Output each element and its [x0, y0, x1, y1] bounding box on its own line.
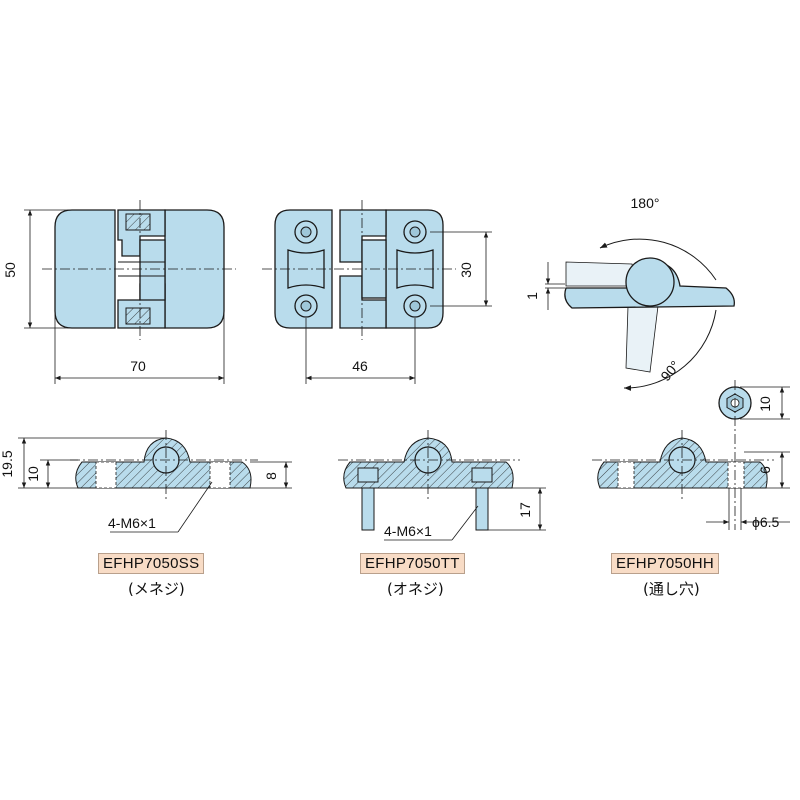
hole-dia-label: ϕ6.5	[752, 514, 780, 530]
thread-callout-ss: 4-M6×1	[108, 515, 156, 531]
counterbore-detail	[718, 380, 752, 530]
rotation-view: 180° 90° 1	[524, 195, 735, 391]
depth-label: 6	[757, 466, 773, 474]
model-label-ss: EFHP7050SS	[98, 553, 205, 574]
stud-length-label: 17	[517, 502, 533, 518]
screw-hole-icon	[294, 220, 427, 318]
section-ss: 19.5 10 8 4-M6×1	[0, 430, 292, 533]
model-label-tt: EFHP7050TT	[360, 553, 465, 574]
counterbore-label: 10	[757, 396, 773, 412]
open-angle-label: 180°	[631, 195, 660, 211]
thread-callout-tt: 4-M6×1	[384, 523, 432, 539]
axis-height-label: 10	[25, 466, 41, 482]
type-label-tt: (オネジ)	[387, 580, 444, 598]
front-height-label: 50	[2, 262, 18, 278]
gap-label: 1	[524, 292, 540, 300]
overall-height-label: 19.5	[0, 450, 15, 477]
type-label-hh: (通し穴)	[643, 580, 700, 598]
front-width-label: 70	[130, 358, 146, 374]
model-label-hh: EFHP7050HH	[611, 553, 720, 574]
back-view: 46 30	[262, 200, 492, 384]
down-angle-label: 90°	[657, 358, 683, 385]
section-tt: 17 4-M6×1	[338, 430, 546, 541]
back-height-label: 30	[458, 262, 474, 278]
section-hh: 10 6 ϕ6.5	[592, 380, 790, 530]
type-label-ss: (メネジ)	[128, 580, 185, 598]
back-width-label: 46	[352, 358, 368, 374]
plate-thickness-label: 8	[263, 472, 279, 480]
front-view: 70 50	[2, 200, 236, 384]
